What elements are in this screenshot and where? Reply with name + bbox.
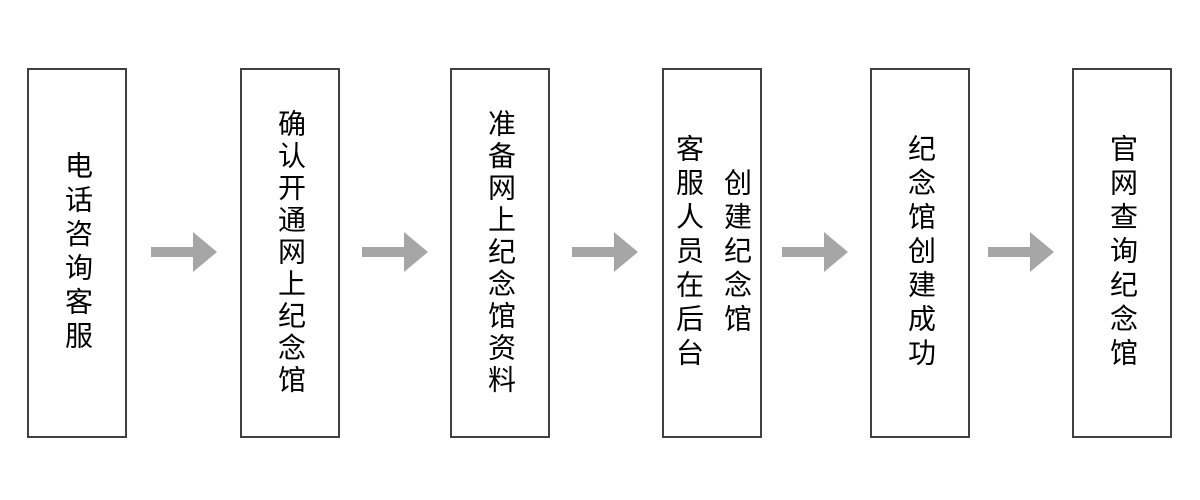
arrow-shaft bbox=[151, 247, 193, 257]
step-label: 纪念馆创建成功 bbox=[905, 134, 936, 372]
step-query-memorial-official-site: 官网查询纪念馆 bbox=[1072, 68, 1172, 438]
arrow-head bbox=[193, 232, 217, 272]
step-phone-consult-customer-service: 电话咨询客服 bbox=[27, 68, 127, 438]
right-arrow-icon bbox=[151, 232, 217, 272]
step-backend-create-memorial: 客服人员在后台 创建纪念馆 bbox=[662, 68, 762, 438]
right-arrow-icon bbox=[782, 232, 848, 272]
step-label: 官网查询纪念馆 bbox=[1107, 134, 1138, 372]
arrow-head bbox=[404, 232, 428, 272]
step-label: 客服人员在后台 创建纪念馆 bbox=[673, 134, 752, 372]
step-label: 电话咨询客服 bbox=[62, 151, 93, 355]
right-arrow-icon bbox=[988, 232, 1054, 272]
arrow-head bbox=[1030, 232, 1054, 272]
right-arrow-icon bbox=[362, 232, 428, 272]
arrow-shaft bbox=[362, 247, 404, 257]
arrow-head bbox=[824, 232, 848, 272]
right-arrow-icon bbox=[572, 232, 638, 272]
step-confirm-open-online-memorial: 确认开通网上纪念馆 bbox=[240, 68, 340, 438]
arrow-shaft bbox=[782, 247, 824, 257]
step-label: 确认开通网上纪念馆 bbox=[275, 109, 306, 397]
arrow-shaft bbox=[572, 247, 614, 257]
step-label: 准备网上纪念馆资料 bbox=[485, 109, 516, 397]
arrow-head bbox=[614, 232, 638, 272]
arrow-shaft bbox=[988, 247, 1030, 257]
step-memorial-created-success: 纪念馆创建成功 bbox=[870, 68, 970, 438]
step-prepare-memorial-materials: 准备网上纪念馆资料 bbox=[450, 68, 550, 438]
